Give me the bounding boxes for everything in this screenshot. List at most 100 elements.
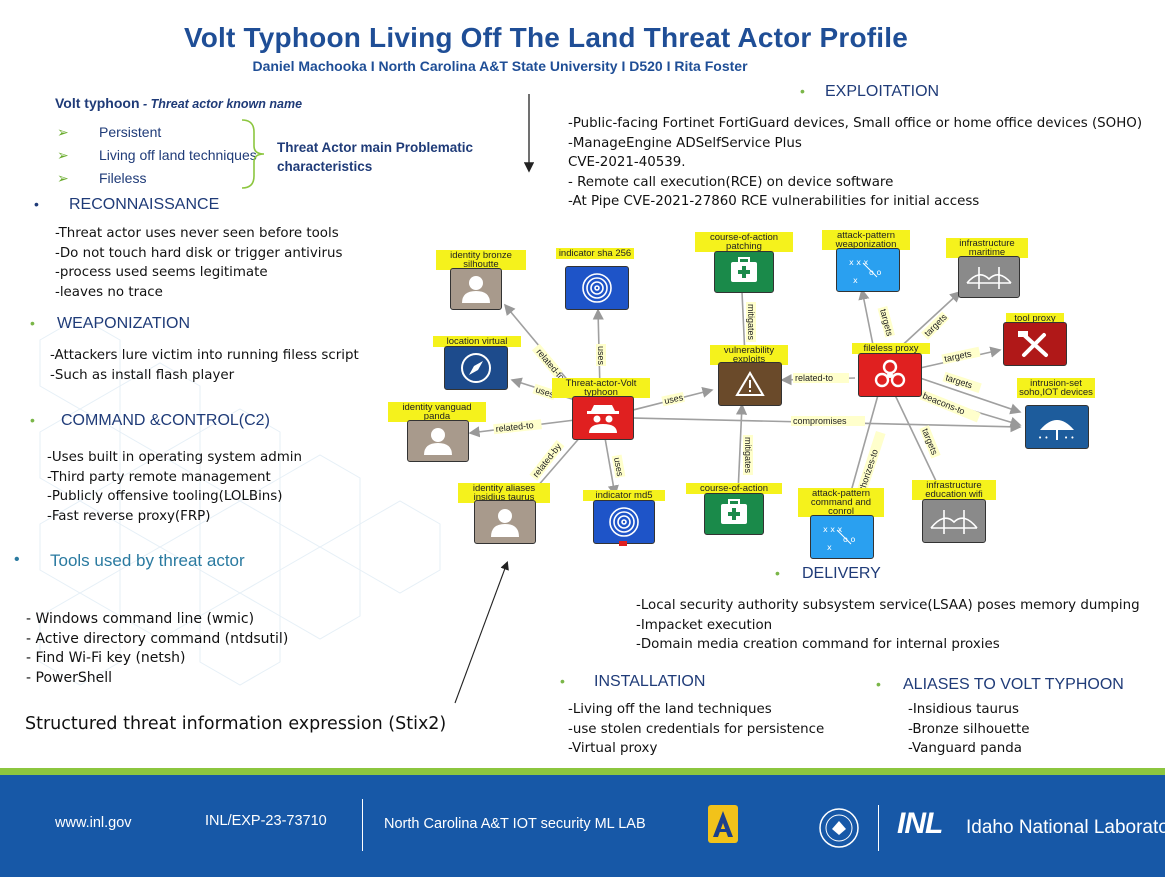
node-label-location-virtual: location virtual	[433, 336, 521, 347]
node-label-fileless-proxy: fileless proxy	[852, 343, 930, 354]
weaponization-body: -Attackers lure victim into running file…	[50, 346, 359, 385]
exploitation-body: -Public-facing Fortinet FortiGuard devic…	[568, 114, 1142, 212]
inl-logo: INL	[897, 807, 943, 840]
course-patching-node[interactable]	[714, 251, 774, 293]
footer-doc-id: INL/EXP-23-73710	[205, 813, 327, 829]
page-subtitle: Daniel Machooka I North Carolina A&T Sta…	[252, 58, 748, 74]
exploitation-line: CVE-2021-40539.	[568, 155, 686, 171]
c2-heading-row: • COMMAND &CONTROL(C2)	[30, 412, 270, 430]
aliases-heading: ALIASES TO VOLT TYPHOON	[903, 676, 1124, 693]
first-aid-icon	[731, 257, 757, 282]
identity-bronze-node[interactable]	[450, 268, 502, 310]
delivery-line: -Local security authority subsystem serv…	[636, 598, 1140, 613]
svg-text:x: x	[853, 276, 858, 285]
biohazard-icon	[874, 359, 906, 388]
fingerprint-icon	[609, 507, 639, 537]
aliases-heading-row: • ALIASES TO VOLT TYPHOON	[876, 676, 1124, 694]
exploitation-line: -ManageEngine ADSelfService Plus	[568, 135, 802, 151]
installation-line: -Virtual proxy	[568, 741, 658, 757]
delivery-heading: DELIVERY	[802, 565, 881, 582]
node-label-infra-maritime: infrastructure maritime	[946, 238, 1028, 258]
node-label-identity-vanguard: identity vanguad panda	[388, 402, 486, 422]
tool-proxy-node[interactable]	[1003, 322, 1067, 366]
installation-heading-row: • INSTALLATION	[560, 673, 705, 691]
play-diagram-icon: x x xo ox	[823, 525, 855, 552]
node-label-infra-education: infrastructure education wifi	[912, 480, 996, 500]
doe-seal-icon	[819, 808, 859, 848]
reconnaissance-line: -Do not touch hard disk or trigger antiv…	[55, 245, 343, 261]
node-label-intrusion-set: intrusion-set soho,IOT devices	[1017, 378, 1095, 398]
bridge-icon	[966, 267, 1012, 289]
footer-divider	[362, 799, 363, 851]
edge-label-compromises: compromises	[793, 416, 847, 426]
bullet-icon: •	[775, 565, 780, 581]
node-label-course-patching: course-of-action patching	[695, 232, 793, 252]
indicator-md5-node[interactable]	[593, 500, 655, 544]
weaponization-line: -Such as install flash player	[50, 367, 235, 383]
brace-icon	[241, 119, 265, 189]
installation-body: -Living off the land techniques -use sto…	[568, 700, 824, 759]
fileless-proxy-node[interactable]	[858, 353, 922, 397]
course-action-node[interactable]	[704, 493, 764, 535]
inl-name: Idaho National Laboratory	[966, 817, 1165, 838]
infra-maritime-node[interactable]	[958, 256, 1020, 298]
edge-targets-4	[919, 377, 1022, 415]
aliases-line: -Vanguard panda	[908, 741, 1022, 757]
edge-label-targets: targets	[878, 308, 895, 338]
c2-heading: COMMAND &CONTROL(C2)	[61, 412, 270, 429]
trait-item: Fileless	[99, 170, 147, 186]
aliases-line: -Insidious taurus	[908, 702, 1020, 717]
first-aid-icon	[721, 499, 747, 524]
delivery-body: -Local security authority subsystem serv…	[636, 596, 1140, 655]
indicator-sha-node[interactable]	[565, 266, 629, 310]
weaponization-heading-row: • WEAPONIZATION	[30, 315, 190, 333]
spy-icon	[587, 405, 619, 433]
node-label-course-action: course-of-action	[686, 483, 782, 494]
footer-website-link[interactable]: www.inl.gov	[55, 815, 132, 831]
edge-label-mitigates: mitigates	[746, 304, 756, 341]
bullet-icon: •	[34, 196, 39, 212]
ncat-logo-icon	[713, 811, 733, 837]
weaponization-line: -Attackers lure victim into running file…	[50, 348, 359, 363]
tools-line: - Active directory command (ntdsutil)	[26, 630, 289, 647]
traits-list: ➢Persistent ➢Living off land techniques …	[57, 124, 257, 193]
location-virtual-node[interactable]	[444, 346, 508, 390]
edge-label-related-to: related-to	[795, 373, 833, 383]
installation-line: -Living off the land techniques	[568, 702, 772, 717]
vuln-exploits-node[interactable]	[718, 362, 782, 406]
tools-line: - Windows command line (wmic)	[26, 611, 255, 627]
c2-line: -Publicly offensive tooling(LOLBins)	[47, 489, 283, 505]
fingerprint-icon	[582, 273, 612, 303]
delivery-line: -Impacket execution	[636, 617, 773, 633]
traits-label: Threat Actor main Problematic characteri…	[277, 140, 474, 174]
actor-name-suffix: - Threat actor known name	[139, 97, 303, 111]
reconnaissance-heading-row: • RECONNAISSANCE	[34, 196, 219, 214]
node-label-vuln-exploits: vulnerability exploits	[710, 345, 788, 365]
arrow-bullet-icon: ➢	[57, 147, 69, 163]
edge-label-related-by: related-by	[531, 441, 564, 479]
node-label-attack-weaponization: attack-pattern weaponization	[822, 230, 910, 250]
aliases-body: -Insidious taurus -Bronze silhouette -Va…	[908, 700, 1030, 759]
footer-accent-strip	[0, 768, 1165, 775]
intrusion-set-node[interactable]: • •• •	[1025, 405, 1089, 449]
edge-label-targets: targets	[922, 312, 949, 339]
edge-mitigates-2	[735, 403, 748, 494]
exploitation-line: -Public-facing Fortinet FortiGuard devic…	[568, 116, 1143, 131]
node-label-identity-bronze: identity bronze silhoutte	[436, 250, 526, 270]
identity-aliases-node[interactable]	[474, 500, 536, 544]
infra-education-node[interactable]	[922, 499, 986, 543]
edge-label-beacons-to: beacons-to	[921, 391, 966, 417]
reconnaissance-heading: RECONNAISSANCE	[69, 196, 220, 213]
node-label-attack-c2: attack-pattern command and conrol	[798, 488, 884, 517]
node-label-indicator-md5: indicator md5	[583, 490, 665, 501]
umbrella-icon: • •• •	[1038, 420, 1074, 442]
node-label-tool-proxy: tool proxy	[1006, 313, 1064, 324]
node-label-threat-actor: Threat-actor-Volt typhoon	[552, 378, 650, 398]
threat-actor-node[interactable]	[572, 396, 634, 440]
exploitation-heading-row: • EXPLOITATION	[800, 83, 939, 101]
identity-vanguard-node[interactable]	[407, 420, 469, 462]
delivery-line: -Domain media creation command for inter…	[636, 637, 1000, 653]
